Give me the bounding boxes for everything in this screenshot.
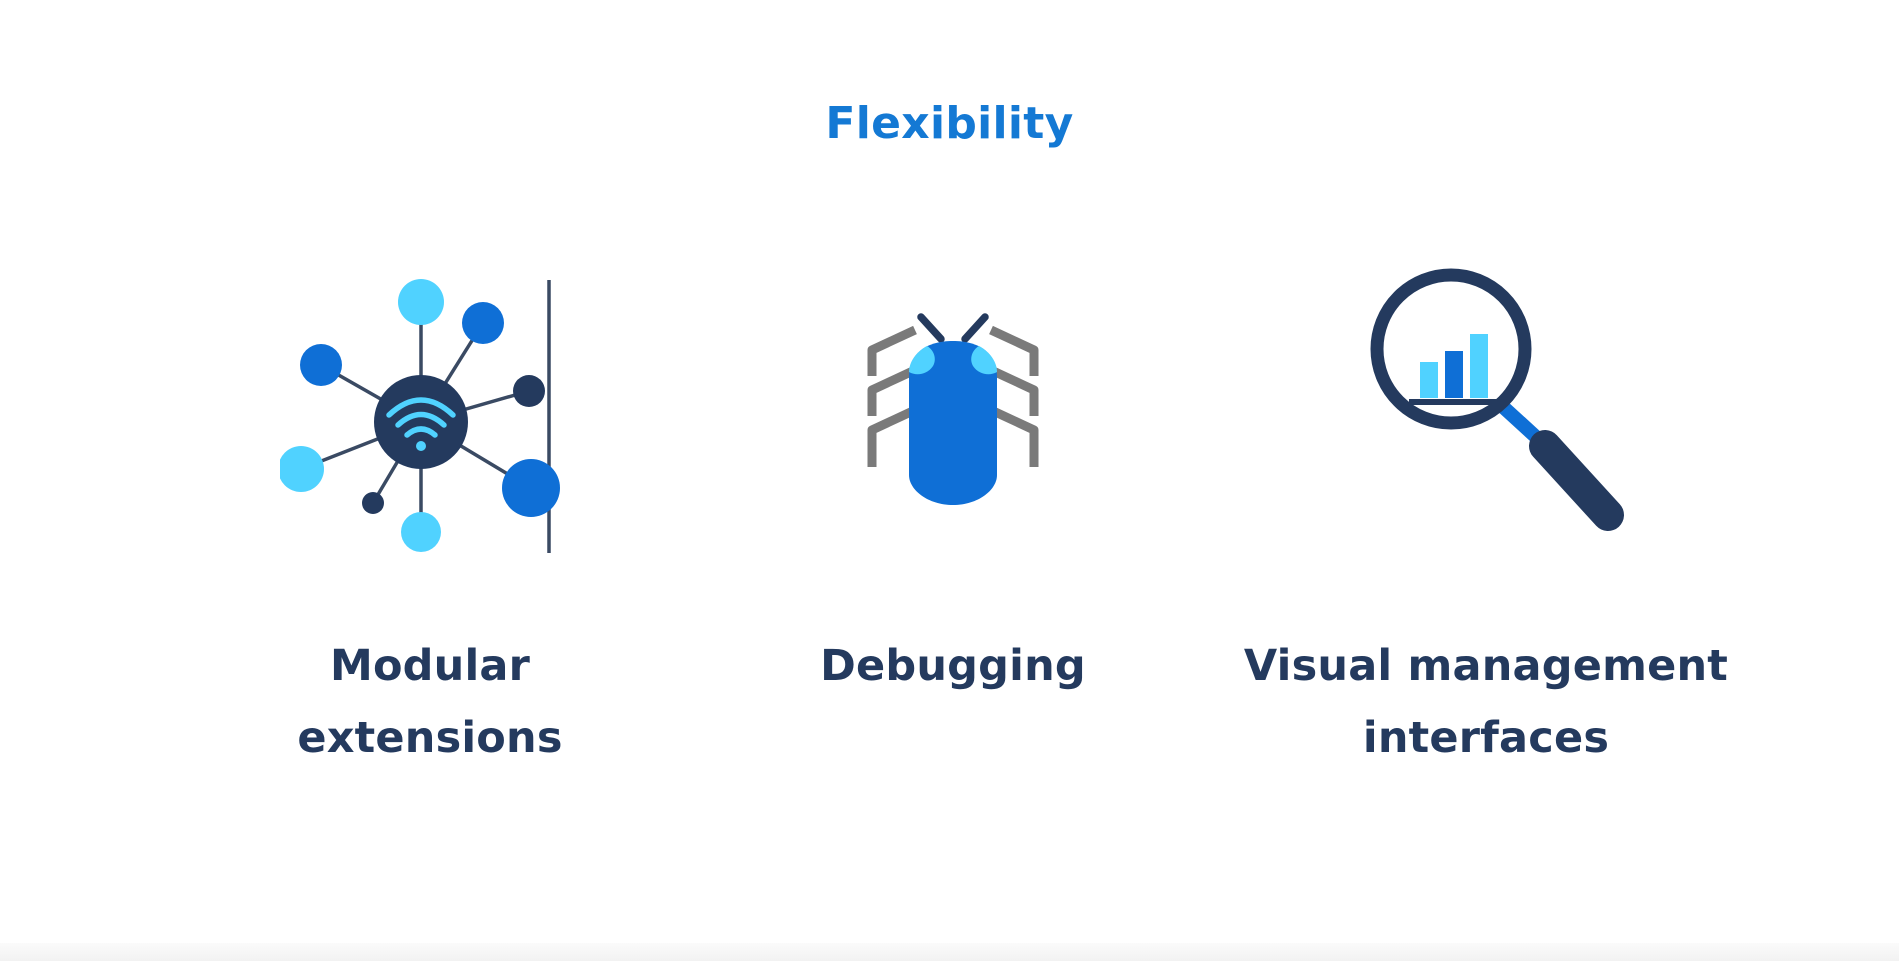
bug-icon [867, 313, 1039, 505]
feature-label: Visual management interfaces [1226, 630, 1746, 774]
feature-label: Modular extensions [170, 630, 690, 774]
feature-label-line: extensions [297, 713, 563, 763]
feature-label-line: interfaces [1362, 713, 1610, 763]
magnifier-chart-icon [1370, 268, 1624, 531]
feature-debugging: Debugging [693, 265, 1213, 702]
feature-label-line: Visual management [1243, 641, 1729, 691]
feature-label-line: Debugging [820, 641, 1086, 691]
feature-visual-management: Visual management interfaces [1226, 265, 1746, 774]
feature-modular-extensions: Modular extensions [170, 265, 690, 774]
slide-title: Flexibility [825, 98, 1074, 149]
feature-label-line: Modular [329, 641, 531, 691]
feature-label: Debugging [693, 630, 1213, 702]
bottom-band [0, 943, 1899, 961]
network-hub-icon [280, 279, 560, 553]
